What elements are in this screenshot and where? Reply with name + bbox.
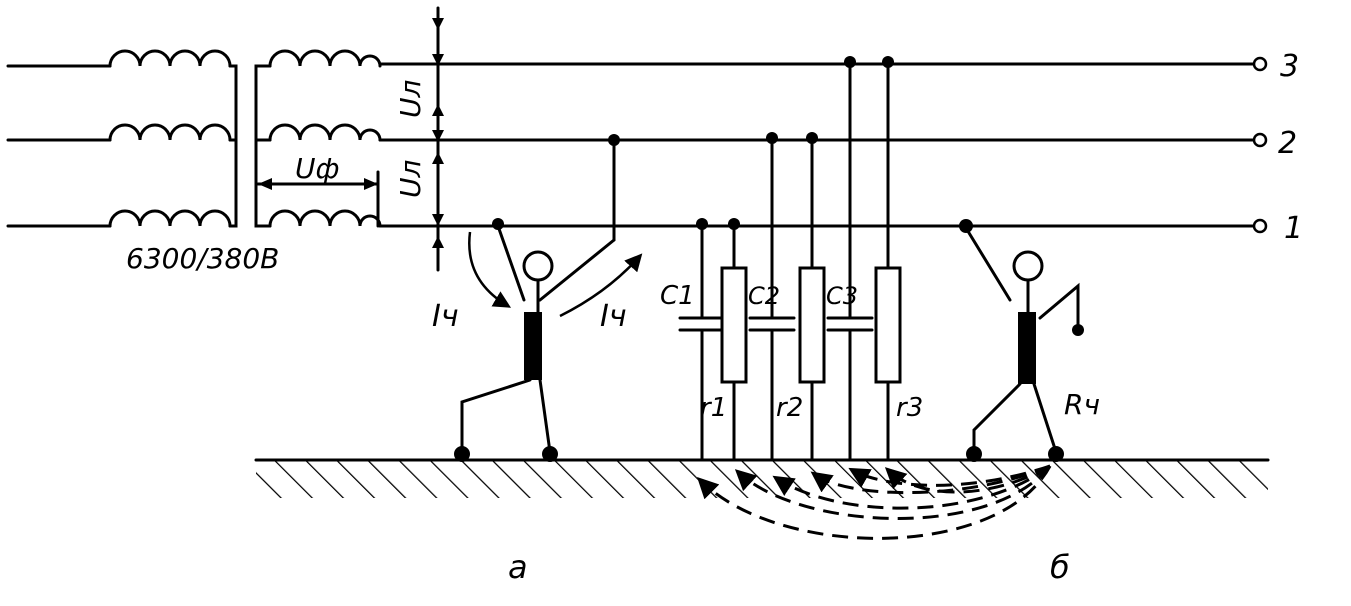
subfigure-label-b: б — [1050, 548, 1070, 586]
phase-lines — [378, 56, 1268, 234]
current-label-right: Iч — [600, 299, 627, 334]
phase-label-1: 1 — [1284, 211, 1303, 246]
terminal-2 — [1252, 132, 1268, 148]
insulation-network — [678, 56, 902, 462]
line-voltage-label-upper: Uл — [394, 80, 427, 118]
resistor-label-r3: r3 — [896, 393, 923, 423]
line-voltage-measure — [432, 6, 444, 272]
current-arrow-left — [468, 231, 512, 308]
primary-coil-1 — [108, 209, 232, 228]
current-label-left: Iч — [432, 299, 459, 334]
terminal-3 — [1252, 56, 1268, 72]
transformer-rating: 6300/380В — [126, 242, 279, 275]
body-resistance-label: Rч — [1064, 388, 1100, 421]
person-a — [454, 134, 620, 462]
subfigure-label-a: а — [508, 548, 528, 586]
phase-label-2: 2 — [1278, 126, 1297, 161]
secondary-coil-1 — [268, 209, 382, 228]
terminal-1 — [1252, 218, 1268, 234]
line-voltage-label-lower: Uл — [394, 160, 427, 198]
primary-coil-2 — [108, 123, 232, 142]
ground-hatching — [256, 460, 1268, 498]
phase-label-3: 3 — [1280, 49, 1299, 84]
secondary-coil-3 — [268, 49, 382, 68]
current-arrow-right — [559, 253, 643, 318]
transformer — [6, 49, 382, 228]
leakage-current-paths — [697, 464, 1052, 540]
resistor-label-r2: r2 — [776, 393, 803, 423]
phase-voltage-label: Uф — [295, 152, 339, 185]
phase-voltage-measure — [256, 170, 380, 228]
capacitor-label-c1: C1 — [660, 281, 695, 311]
secondary-coil-2 — [268, 123, 382, 142]
capacitor-label-c2: C2 — [748, 282, 780, 310]
primary-coil-3 — [108, 49, 232, 68]
capacitor-label-c3: C3 — [826, 282, 858, 310]
resistor-label-r1: r1 — [700, 393, 727, 423]
person-b — [959, 219, 1084, 462]
